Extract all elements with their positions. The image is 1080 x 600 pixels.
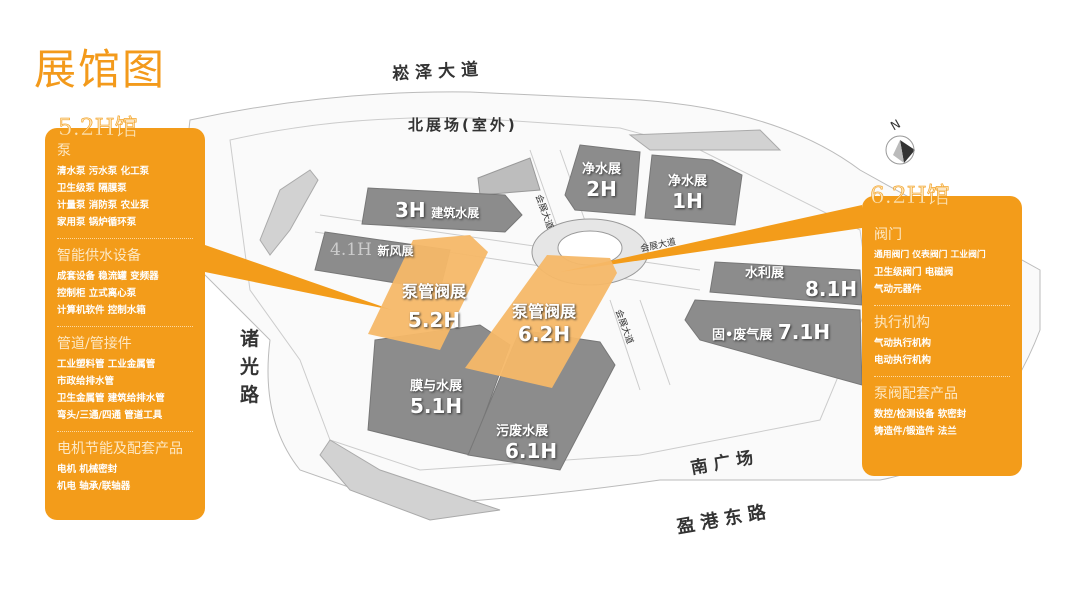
road-west: 诸光路 (240, 328, 266, 406)
building-nw (259, 169, 319, 256)
building-n (477, 157, 541, 196)
list-item: 电动执行机构 (874, 355, 932, 366)
hall-7-1h (684, 299, 863, 386)
hall-5-2h (368, 235, 488, 350)
divider (57, 238, 193, 239)
hall-1h (644, 154, 743, 226)
list-item: 气动元器件 (874, 284, 922, 295)
inner-road (229, 117, 871, 471)
list-item: 通用阀门 仪表阀门 工业阀门 (874, 250, 986, 260)
list-item: 铸造件/锻造件 法兰 (874, 426, 957, 437)
section-heading: 泵阀配套产品 (874, 386, 958, 402)
list-item: 电机 机械密封 (57, 464, 118, 475)
north-field-label: 北展场(室外) (408, 116, 518, 134)
section-heading: 执行机构 (874, 315, 930, 331)
hall-5-2h-panel: 泵 清水泵 污水泵 化工泵 卫生级泵 隔膜泵 计量泵 消防泵 农业泵 家用泵 锅… (45, 128, 205, 520)
road-north: 崧泽大道 (391, 59, 485, 85)
divider (57, 326, 193, 327)
hall-3h (361, 187, 523, 233)
section-heading: 管道/管接件 (57, 336, 132, 352)
hall-6-2h (465, 255, 617, 388)
list-item: 市政给排水管 (57, 376, 115, 387)
hall-6-1h (467, 329, 616, 471)
section-heading: 电机节能及配套产品 (57, 441, 183, 457)
list-item: 计量泵 消防泵 农业泵 (57, 200, 150, 211)
list-item: 机电 轴承/联轴器 (57, 481, 131, 492)
list-item: 气动执行机构 (874, 338, 932, 349)
divider (874, 305, 1010, 306)
hall-3h-label: 3H 建筑水展 (395, 198, 480, 222)
list-item: 家用泵 锅炉循环泵 (57, 217, 137, 228)
building-sw (319, 439, 501, 521)
section-heading: 阀门 (874, 227, 902, 243)
list-item: 数控/检测设备 软密封 (874, 409, 967, 420)
hall-4-1h-label: 4.1H 新风展 (330, 240, 414, 260)
page-title: 展馆图 (34, 45, 167, 94)
divider (57, 431, 193, 432)
left-panel-title: 5.2H馆 (58, 115, 138, 142)
list-item: 工业塑料管 工业金属管 (57, 359, 156, 370)
section-heading: 智能供水设备 (57, 248, 141, 264)
list-item: 清水泵 污水泵 化工泵 (57, 166, 150, 177)
list-item: 成套设备 稳流罐 变频器 (57, 271, 159, 282)
right-panel-title: 6.2H馆 (870, 183, 950, 210)
list-item: 控制柜 立式离心泵 (57, 288, 137, 299)
hall-7-1h-label: 固•废气展 7.1H (712, 320, 831, 344)
list-item: 弯头/三通/四通 管道工具 (57, 410, 163, 421)
list-item: 卫生级阀门 电磁阀 (874, 267, 954, 278)
compass-icon (885, 135, 915, 165)
hall-2h (564, 144, 641, 216)
pointer-right (560, 205, 862, 272)
pointer-left (205, 245, 392, 310)
list-item: 卫生级泵 隔膜泵 (57, 183, 127, 194)
hall-6-2h-panel: 阀门 通用阀门 仪表阀门 工业阀门 卫生级阀门 电磁阀 气动元器件 执行机构 气… (862, 196, 1022, 476)
building-ne (628, 129, 782, 151)
list-item: 计算机软件 控制水箱 (57, 305, 146, 316)
list-item: 卫生金属管 建筑给排水管 (57, 393, 165, 404)
section-heading: 泵 (57, 143, 71, 159)
divider (874, 376, 1010, 377)
